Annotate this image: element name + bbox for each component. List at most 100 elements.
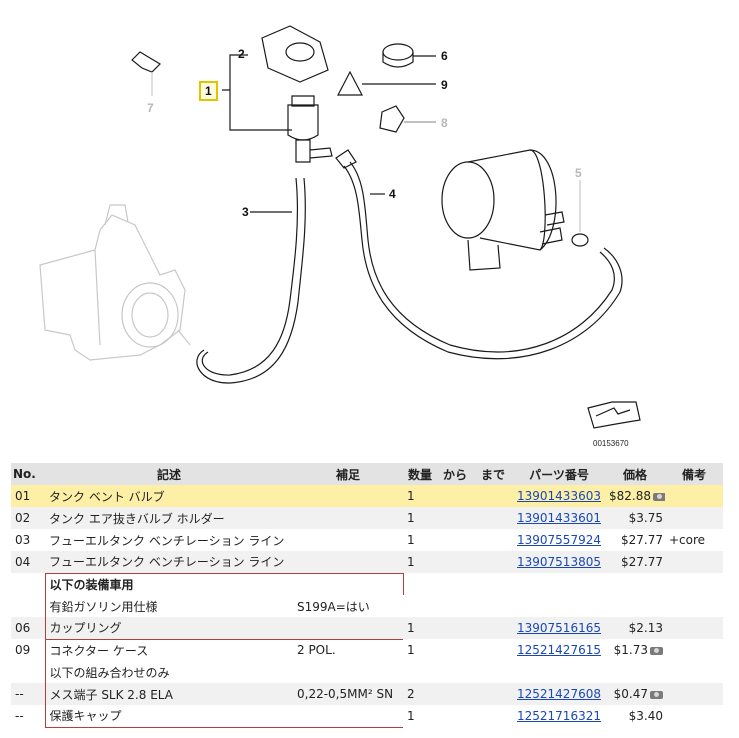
row-note [665, 573, 723, 595]
part-number-link[interactable]: 12521427608 [517, 687, 601, 701]
row-to [473, 529, 513, 551]
row-qty [403, 661, 437, 683]
parts-diagram: 1 2 3 4 5 6 7 8 9 00153670 [39, 25, 641, 448]
table-row[interactable]: 03 フューエルタンク ベンチレーション ライン 1 13907557924 $… [11, 529, 723, 551]
row-desc: 以下の装備車用 [44, 572, 293, 595]
row-part-no-cell: 13907557924 [513, 529, 605, 551]
row-price: $3.40 [628, 709, 663, 723]
row-note [665, 617, 723, 639]
callout-9[interactable]: 9 [441, 78, 448, 92]
row-no: -- [15, 709, 24, 723]
row-to [473, 485, 513, 507]
row-from [437, 639, 473, 661]
row-supplement [293, 661, 403, 683]
table-row[interactable]: 01 タンク ベント バルブ 1 13901433603 $82.88 [11, 485, 723, 507]
row-note [665, 485, 723, 507]
row-from [437, 529, 473, 551]
row-to [473, 639, 513, 661]
row-to [473, 573, 513, 595]
row-no: 04 [11, 551, 45, 573]
part-number-link[interactable]: 13907557924 [517, 533, 601, 547]
row-desc: タンク ベント バルブ [45, 485, 293, 507]
row-to [473, 551, 513, 573]
part-number-link[interactable]: 13901433601 [517, 511, 601, 525]
row-part-no-cell: 13907513805 [513, 551, 605, 573]
table-row: 以下の装備車用 [11, 572, 723, 595]
row-supplement: S199A=はい [297, 599, 370, 614]
row-price: $0.47 [613, 687, 648, 701]
part-number-link[interactable]: 12521716321 [517, 709, 601, 723]
row-price: $2.13 [605, 617, 665, 639]
row-qty: 1 [403, 551, 437, 573]
part-number-link[interactable]: 13907516165 [517, 621, 601, 635]
part-number-link[interactable]: 12521427615 [517, 643, 601, 657]
header-part-no: パーツ番号 [513, 463, 605, 485]
row-from [437, 661, 473, 683]
row-no [11, 573, 45, 595]
table-row[interactable]: 04 フューエルタンク ベンチレーション ライン 1 13907513805 $… [11, 551, 723, 573]
row-price-cell: $82.88 [605, 485, 665, 507]
table-row[interactable]: 06 カップリング 1 13907516165 $2.13 [11, 617, 723, 640]
row-note [665, 639, 723, 661]
row-qty [403, 573, 437, 595]
header-price: 価格 [605, 463, 665, 485]
row-part-no-cell: 13901433601 [513, 507, 605, 529]
row-part-no-cell: 13901433603 [513, 485, 605, 507]
header-qty: 数量 [403, 463, 437, 485]
row-no [11, 661, 45, 683]
row-to [473, 617, 513, 639]
row-from [437, 595, 473, 617]
row-supplement: 2 POL. [297, 643, 336, 658]
parts-table: No. 記述 補足 数量 から まで パーツ番号 価格 備考 01 タンク ベン… [11, 463, 724, 728]
row-note [665, 705, 723, 727]
header-note: 備考 [665, 463, 723, 485]
row-price: $1.73 [613, 643, 648, 657]
callout-5[interactable]: 5 [575, 166, 582, 180]
callout-3[interactable]: 3 [242, 205, 249, 219]
diagram-drawing [39, 25, 641, 429]
callout-8[interactable]: 8 [441, 116, 448, 130]
table-row[interactable]: -- 保護キャップ 1 12521716321 $3.40 [11, 705, 723, 728]
callout-6[interactable]: 6 [441, 49, 448, 63]
table-row: 有鉛ガソリン用仕様 S199A=はい [11, 595, 723, 617]
row-no: 02 [11, 507, 45, 529]
table-row[interactable]: -- メス端子 SLK 2.8 ELA 0,22-0,5MM² SN 2 125… [11, 683, 723, 705]
row-price: $3.75 [605, 507, 665, 529]
row-qty: 1 [403, 485, 437, 507]
row-supplement [293, 485, 403, 507]
row-to [473, 661, 513, 683]
row-part-no-cell: 12521427608 [513, 683, 605, 705]
table-row[interactable]: 09 コネクター ケース 2 POL. 1 12521427615 $1.73 [11, 638, 723, 661]
row-from [437, 683, 473, 705]
row-price [605, 595, 665, 617]
row-no [11, 595, 45, 617]
part-number-link[interactable]: 13907513805 [517, 555, 601, 569]
row-part-no [513, 573, 605, 595]
camera-icon[interactable] [653, 492, 665, 501]
row-qty: 1 [403, 507, 437, 529]
row-qty: 1 [407, 709, 415, 723]
camera-icon[interactable] [650, 646, 663, 655]
row-price: $27.77 [605, 551, 665, 573]
callout-7[interactable]: 7 [147, 101, 154, 115]
row-desc: フューエルタンク ベンチレーション ライン [45, 551, 293, 573]
row-no: -- [11, 683, 45, 705]
row-to [473, 705, 513, 727]
row-qty [403, 595, 437, 617]
row-desc: フューエルタンク ベンチレーション ライン [49, 533, 285, 548]
callout-4[interactable]: 4 [389, 187, 396, 201]
table-row[interactable]: 02 タンク エア抜きバルブ ホルダー 1 13901433601 $3.75 [11, 507, 723, 529]
row-price-cell: $1.73 [605, 639, 665, 661]
row-no: 01 [11, 485, 45, 507]
row-price: $82.88 [609, 489, 651, 503]
callout-1[interactable]: 1 [199, 81, 218, 101]
row-qty: 1 [407, 533, 415, 547]
part-number-link[interactable]: 13901433603 [517, 489, 601, 503]
camera-icon[interactable] [650, 690, 663, 699]
row-desc: コネクター ケース [44, 638, 293, 661]
diagram-image-id: 00153670 [593, 439, 629, 448]
row-supplement [293, 529, 403, 551]
row-from [437, 705, 473, 727]
callout-2[interactable]: 2 [238, 47, 245, 61]
header-to: まで [473, 463, 513, 485]
